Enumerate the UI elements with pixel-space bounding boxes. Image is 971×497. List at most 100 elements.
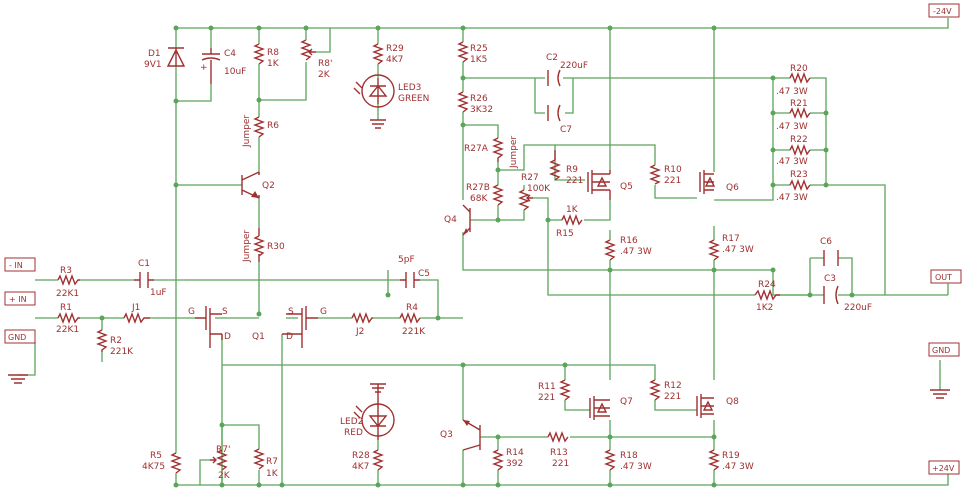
junction [256,311,262,317]
resistor-r5: R5 4K75 [142,451,182,474]
r28-ref: R28 [352,451,370,461]
r28-value: 4K7 [352,462,369,472]
junction [807,292,813,298]
port-gnd-right: GND [928,342,960,357]
mosfet-q5: Q5 [587,170,633,200]
c2-value: 220uF [560,61,588,71]
led3-value: GREEN [398,94,429,104]
r5-value: 4K75 [142,462,165,472]
resistor-r23: R23 .47 3W [776,170,811,203]
port-in-pos-label: + IN [9,295,27,304]
junction [173,98,179,104]
junction [495,482,501,488]
q8-ref: Q8 [726,397,739,407]
r4-value: 221K [402,327,426,337]
r9-value: 221 [566,176,583,186]
r15-value: 1K [566,205,579,215]
c4-ref: C4 [224,49,236,59]
r30-ref: R30 [267,242,285,252]
r16-ref: R16 [620,236,638,246]
junction [375,482,381,488]
resistor-r19: R19 .47 3W [708,449,754,472]
r18-ref: R18 [620,451,638,461]
q6-ref: Q6 [726,183,739,193]
r7-ref: R7 [266,457,278,467]
q1-mirror-drain-label: D [286,332,293,342]
r27-value: 100K [527,184,551,194]
resistor-r16: R16 .47 3W [604,236,652,261]
r30-jumper-label: Jumper [242,230,252,263]
r3-value: 22K1 [56,289,79,299]
r16-value: .47 3W [620,247,652,257]
port-pos24-label: +24V [932,464,955,473]
junction [849,292,855,298]
r8-ref: R8 [267,48,279,58]
potentiometer-r27: R27 100K [518,173,551,211]
port-pos24: +24V [928,460,960,475]
resistor-r21: R21 .47 3W [776,99,811,132]
transistor-q3: Q3 [440,419,481,451]
resistor-r11: R11 221 [538,379,571,403]
c3-value: 220uF [844,303,872,313]
r1-value: 22K1 [56,325,79,335]
d1-value: 9V1 [144,60,162,70]
jumper-r30: R30 Jumper [242,228,285,263]
r5-ref: R5 [150,451,162,461]
r29-ref: R29 [386,44,404,54]
junction [607,434,613,440]
junction [385,292,391,298]
ground-symbol [930,389,950,399]
c2-ref: C2 [546,53,558,63]
r10-ref: R10 [664,165,682,175]
resistor-r7: R7 1K [253,448,279,479]
r19-value: .47 3W [722,462,754,472]
resistor-r18: R18 .47 3W [604,449,652,472]
r2-ref: R2 [110,336,122,346]
junction [711,267,717,273]
r26-value: 3K32 [470,105,493,115]
junction [823,182,829,188]
jumper-r27a: R27A Jumper [464,136,519,169]
capacitor-c2: C2 220uF [546,53,588,87]
resistor-r29: R29 4K7 [372,43,404,65]
resistor-r26: R26 3K32 [457,91,493,115]
r27a-jumper-label: Jumper [509,136,519,169]
r17-value: .47 3W [722,245,754,255]
r27b-value: 68K [470,194,488,204]
junction [823,110,829,116]
capacitor-c6: C6 [820,237,839,266]
wires [18,18,949,486]
c4-plus: + [200,63,208,73]
led2-ref: LED2 [340,417,363,427]
capacitor-c5: 5pF C5 [398,255,430,288]
capacitor-c7: C7 [547,104,572,135]
r10-value: 221 [664,176,681,186]
junction [460,122,466,128]
junction [460,362,466,368]
junction [435,315,441,321]
q7-ref: Q7 [620,397,633,407]
r27-ref: R27 [521,173,539,183]
jumper-r6: R6 Jumper [242,115,279,148]
resistor-r25: R25 1K5 [457,41,488,65]
resistor-r8: R8 1K [253,43,280,69]
junction [99,315,105,321]
led3-ref: LED3 [398,83,421,93]
port-gnd-left-label: GND [8,333,26,342]
r9-ref: R9 [566,165,578,175]
resistor-r14: R14 392 [492,448,524,471]
r7p-value: 2K [218,471,231,481]
port-in-neg: - IN [4,257,36,272]
port-gnd-right-label: GND [932,346,950,355]
jumper-j2: J2 [351,312,373,337]
junction [607,482,613,488]
r25-value: 1K5 [470,55,487,65]
c4-value: 10uF [224,67,246,77]
resistor-r13: R13 221 [547,431,569,469]
junction [219,482,225,488]
junction [770,147,776,153]
mosfet-q8: Q8 [696,394,739,418]
junction [219,422,225,428]
junction [256,25,262,31]
led2-value: RED [344,428,363,438]
